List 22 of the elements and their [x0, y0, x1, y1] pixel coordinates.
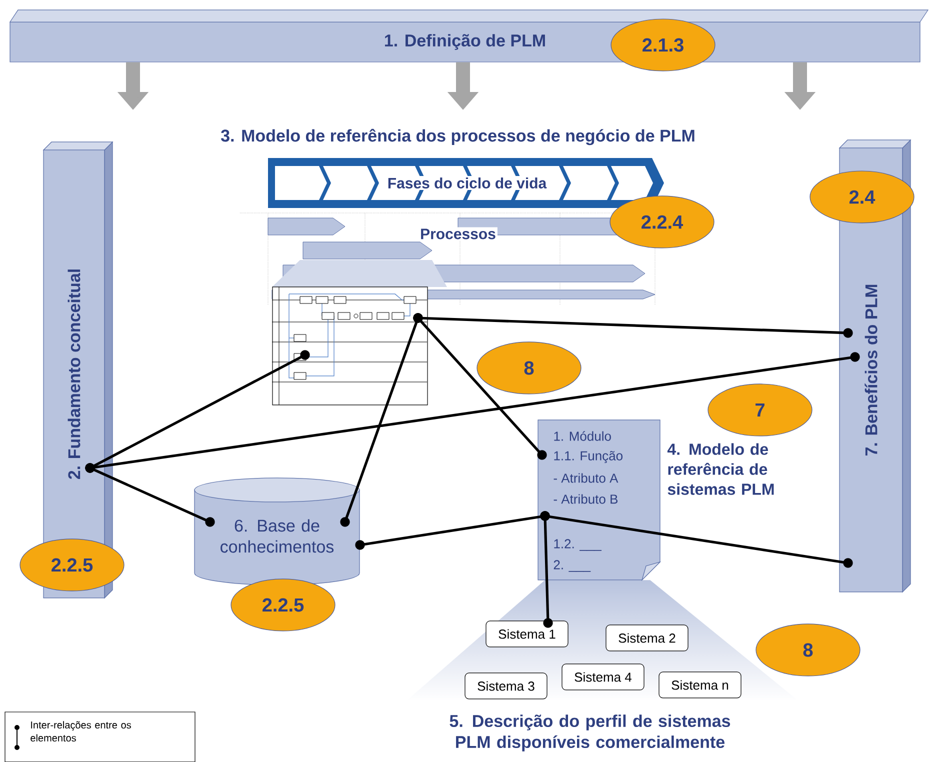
- system-box: Sistema 1: [486, 620, 568, 648]
- node-label: - Atributo A: [554, 473, 618, 483]
- section-title: 3. Modelo de referência dos processos de negócio de PLM: [220, 128, 694, 146]
- process-diagram-drawing: [272, 260, 447, 406]
- node-label: 1. Módulo: [554, 431, 611, 441]
- database-cylinder: 6. Base de conhecimentos: [194, 478, 360, 586]
- system-box: Sistema 2: [606, 624, 688, 652]
- system-box: Sistema 4: [562, 664, 644, 690]
- node-label: - Atributo B: [554, 494, 618, 504]
- section-title: 5. Descrição do perfil de sistemas PLM disponíveis comercialmente: [450, 714, 730, 752]
- node-label: 2. ___: [554, 560, 591, 572]
- node-label: 1.2. ___: [554, 539, 602, 551]
- system-box: Sistema 3: [464, 672, 548, 700]
- connector-line: [85, 463, 215, 527]
- lifecycle-chevron-band: Fases do ciclo de vida: [268, 158, 664, 208]
- connector-line: [413, 313, 547, 460]
- legend-text: Inter-relações entre os elementos: [30, 721, 131, 742]
- system-box: Sistema n: [658, 672, 742, 698]
- section-heading: 4. Modelo de referência de sistemas PLM: [667, 443, 774, 495]
- node-label: 1.1. Função: [554, 450, 623, 464]
- section-label: Processos: [418, 227, 498, 241]
- connector-line: [540, 511, 553, 628]
